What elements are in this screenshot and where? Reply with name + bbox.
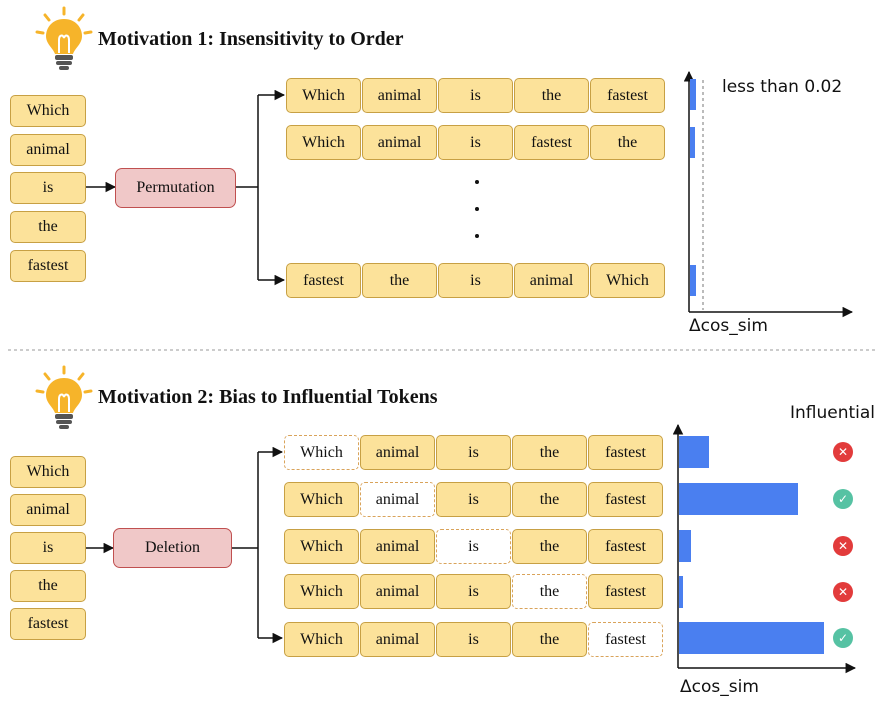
sequence-token: is (436, 622, 511, 657)
deleted-token: the (512, 574, 587, 609)
input-token: the (10, 570, 86, 602)
delta-bar (679, 576, 684, 608)
input-token: the (10, 211, 86, 243)
input-token: fastest (10, 250, 86, 282)
lightbulb-icon (35, 6, 93, 70)
sequence-token: Which (284, 482, 359, 517)
sequence-token: the (512, 622, 587, 657)
sequence-token: fastest (590, 78, 665, 113)
sequence-token: the (590, 125, 665, 160)
sequence-token: is (438, 125, 513, 160)
sequence-token: the (362, 263, 437, 298)
x-axis-label: Δcos_sim (680, 677, 759, 697)
sequence-token: Which (284, 529, 359, 564)
sequence-token: the (512, 529, 587, 564)
delta-bar (690, 265, 696, 296)
sequence-token: animal (362, 78, 437, 113)
sequence-token: Which (286, 78, 361, 113)
sequence-token: is (438, 263, 513, 298)
delta-bar (679, 622, 824, 654)
sequence-token: fastest (588, 574, 663, 609)
lightbulb-icon (35, 365, 93, 429)
panel-1-title: Motivation 1: Insensitivity to Order (98, 28, 404, 50)
deleted-token: fastest (588, 622, 663, 657)
input-token: fastest (10, 608, 86, 640)
input-token: is (10, 532, 86, 564)
sequence-token: Which (284, 574, 359, 609)
ellipsis-dot (475, 207, 479, 211)
close-icon: ✕ (833, 536, 853, 556)
input-token: animal (10, 134, 86, 166)
sequence-token: animal (360, 529, 435, 564)
delta-bar (679, 483, 798, 515)
sequence-token: animal (360, 435, 435, 470)
deleted-token: is (436, 529, 511, 564)
check-icon: ✓ (833, 489, 853, 509)
sequence-token: the (512, 435, 587, 470)
sequence-token: animal (360, 622, 435, 657)
delta-bar (690, 127, 695, 158)
deletion-box: Deletion (113, 528, 232, 568)
input-token: animal (10, 494, 86, 526)
influential-header: Influential (790, 403, 876, 423)
sequence-token: animal (514, 263, 589, 298)
input-token: Which (10, 456, 86, 488)
x-axis-label: Δcos_sim (689, 316, 768, 336)
sequence-token: is (436, 435, 511, 470)
delta-bar (679, 530, 691, 562)
sequence-token: Which (590, 263, 665, 298)
delta-bar (690, 79, 696, 110)
sequence-token: fastest (514, 125, 589, 160)
sequence-token: is (436, 482, 511, 517)
permutation-box: Permutation (115, 168, 236, 208)
close-icon: ✕ (833, 582, 853, 602)
deleted-token: Which (284, 435, 359, 470)
panel-2-title: Motivation 2: Bias to Influential Tokens (98, 386, 438, 408)
sequence-token: animal (362, 125, 437, 160)
close-icon: ✕ (833, 442, 853, 462)
sequence-token: fastest (588, 482, 663, 517)
threshold-annotation: less than 0.02 (722, 77, 843, 97)
sequence-token: fastest (588, 529, 663, 564)
delta-bar (679, 436, 710, 468)
sequence-token: the (512, 482, 587, 517)
input-token: is (10, 172, 86, 204)
sequence-token: is (436, 574, 511, 609)
sequence-token: Which (286, 125, 361, 160)
sequence-token: Which (284, 622, 359, 657)
sequence-token: the (514, 78, 589, 113)
ellipsis-dot (475, 180, 479, 184)
sequence-token: animal (360, 574, 435, 609)
deleted-token: animal (360, 482, 435, 517)
ellipsis-dot (475, 234, 479, 238)
sequence-token: fastest (286, 263, 361, 298)
sequence-token: is (438, 78, 513, 113)
check-icon: ✓ (833, 628, 853, 648)
input-token: Which (10, 95, 86, 127)
sequence-token: fastest (588, 435, 663, 470)
